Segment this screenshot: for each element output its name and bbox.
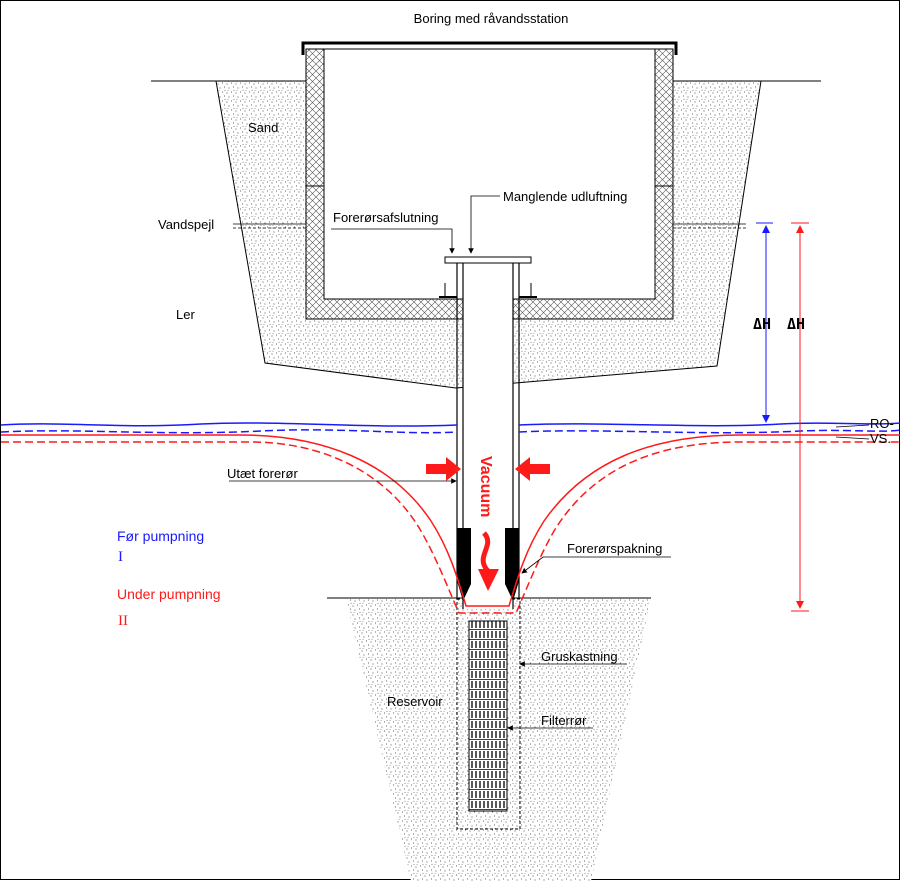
inflow-arrow-right bbox=[515, 457, 550, 481]
legend-during-roman: II bbox=[118, 613, 128, 629]
delta-h-label-1: ΔH bbox=[753, 315, 771, 333]
water-table-before bbox=[1, 422, 458, 427]
legend-during-label: Under pumpning bbox=[117, 586, 221, 602]
sand-label: Sand bbox=[248, 120, 278, 135]
uteet-foreror-label: Utæt forerør bbox=[227, 466, 298, 481]
delta-h-label-2: ΔH bbox=[787, 315, 805, 333]
vs-label: VS. bbox=[870, 431, 891, 446]
legend-before-roman: I bbox=[118, 549, 123, 565]
ler-label: Ler bbox=[176, 307, 195, 322]
filter-pipe bbox=[468, 620, 508, 812]
diagram-title: Boring med råvandsstation bbox=[414, 11, 569, 26]
inflow-arrow-left bbox=[426, 457, 461, 481]
ro-label: RO- bbox=[870, 416, 894, 431]
casing-packing-left bbox=[457, 528, 471, 601]
vandspejl-label: Vandspejl bbox=[158, 217, 214, 232]
casing-head-plate bbox=[444, 256, 532, 264]
reservoir-label: Reservoir bbox=[387, 694, 443, 709]
station-lid bbox=[301, 41, 678, 55]
forerorspakning-label: Forerørspakning bbox=[567, 541, 662, 556]
suction-flow-arrow bbox=[480, 531, 491, 573]
filterror-label: Filterrør bbox=[541, 713, 587, 728]
manglende-udluftning-label: Manglende udluftning bbox=[503, 189, 627, 204]
forerorsafslutning-label: Forerørsafslutning bbox=[333, 210, 438, 225]
vacuum-label: Vacuum bbox=[477, 456, 494, 517]
drawdown-cone bbox=[1, 434, 900, 607]
legend-before-label: Før pumpning bbox=[117, 528, 204, 544]
gruskastning-label: Gruskastning bbox=[541, 649, 618, 664]
